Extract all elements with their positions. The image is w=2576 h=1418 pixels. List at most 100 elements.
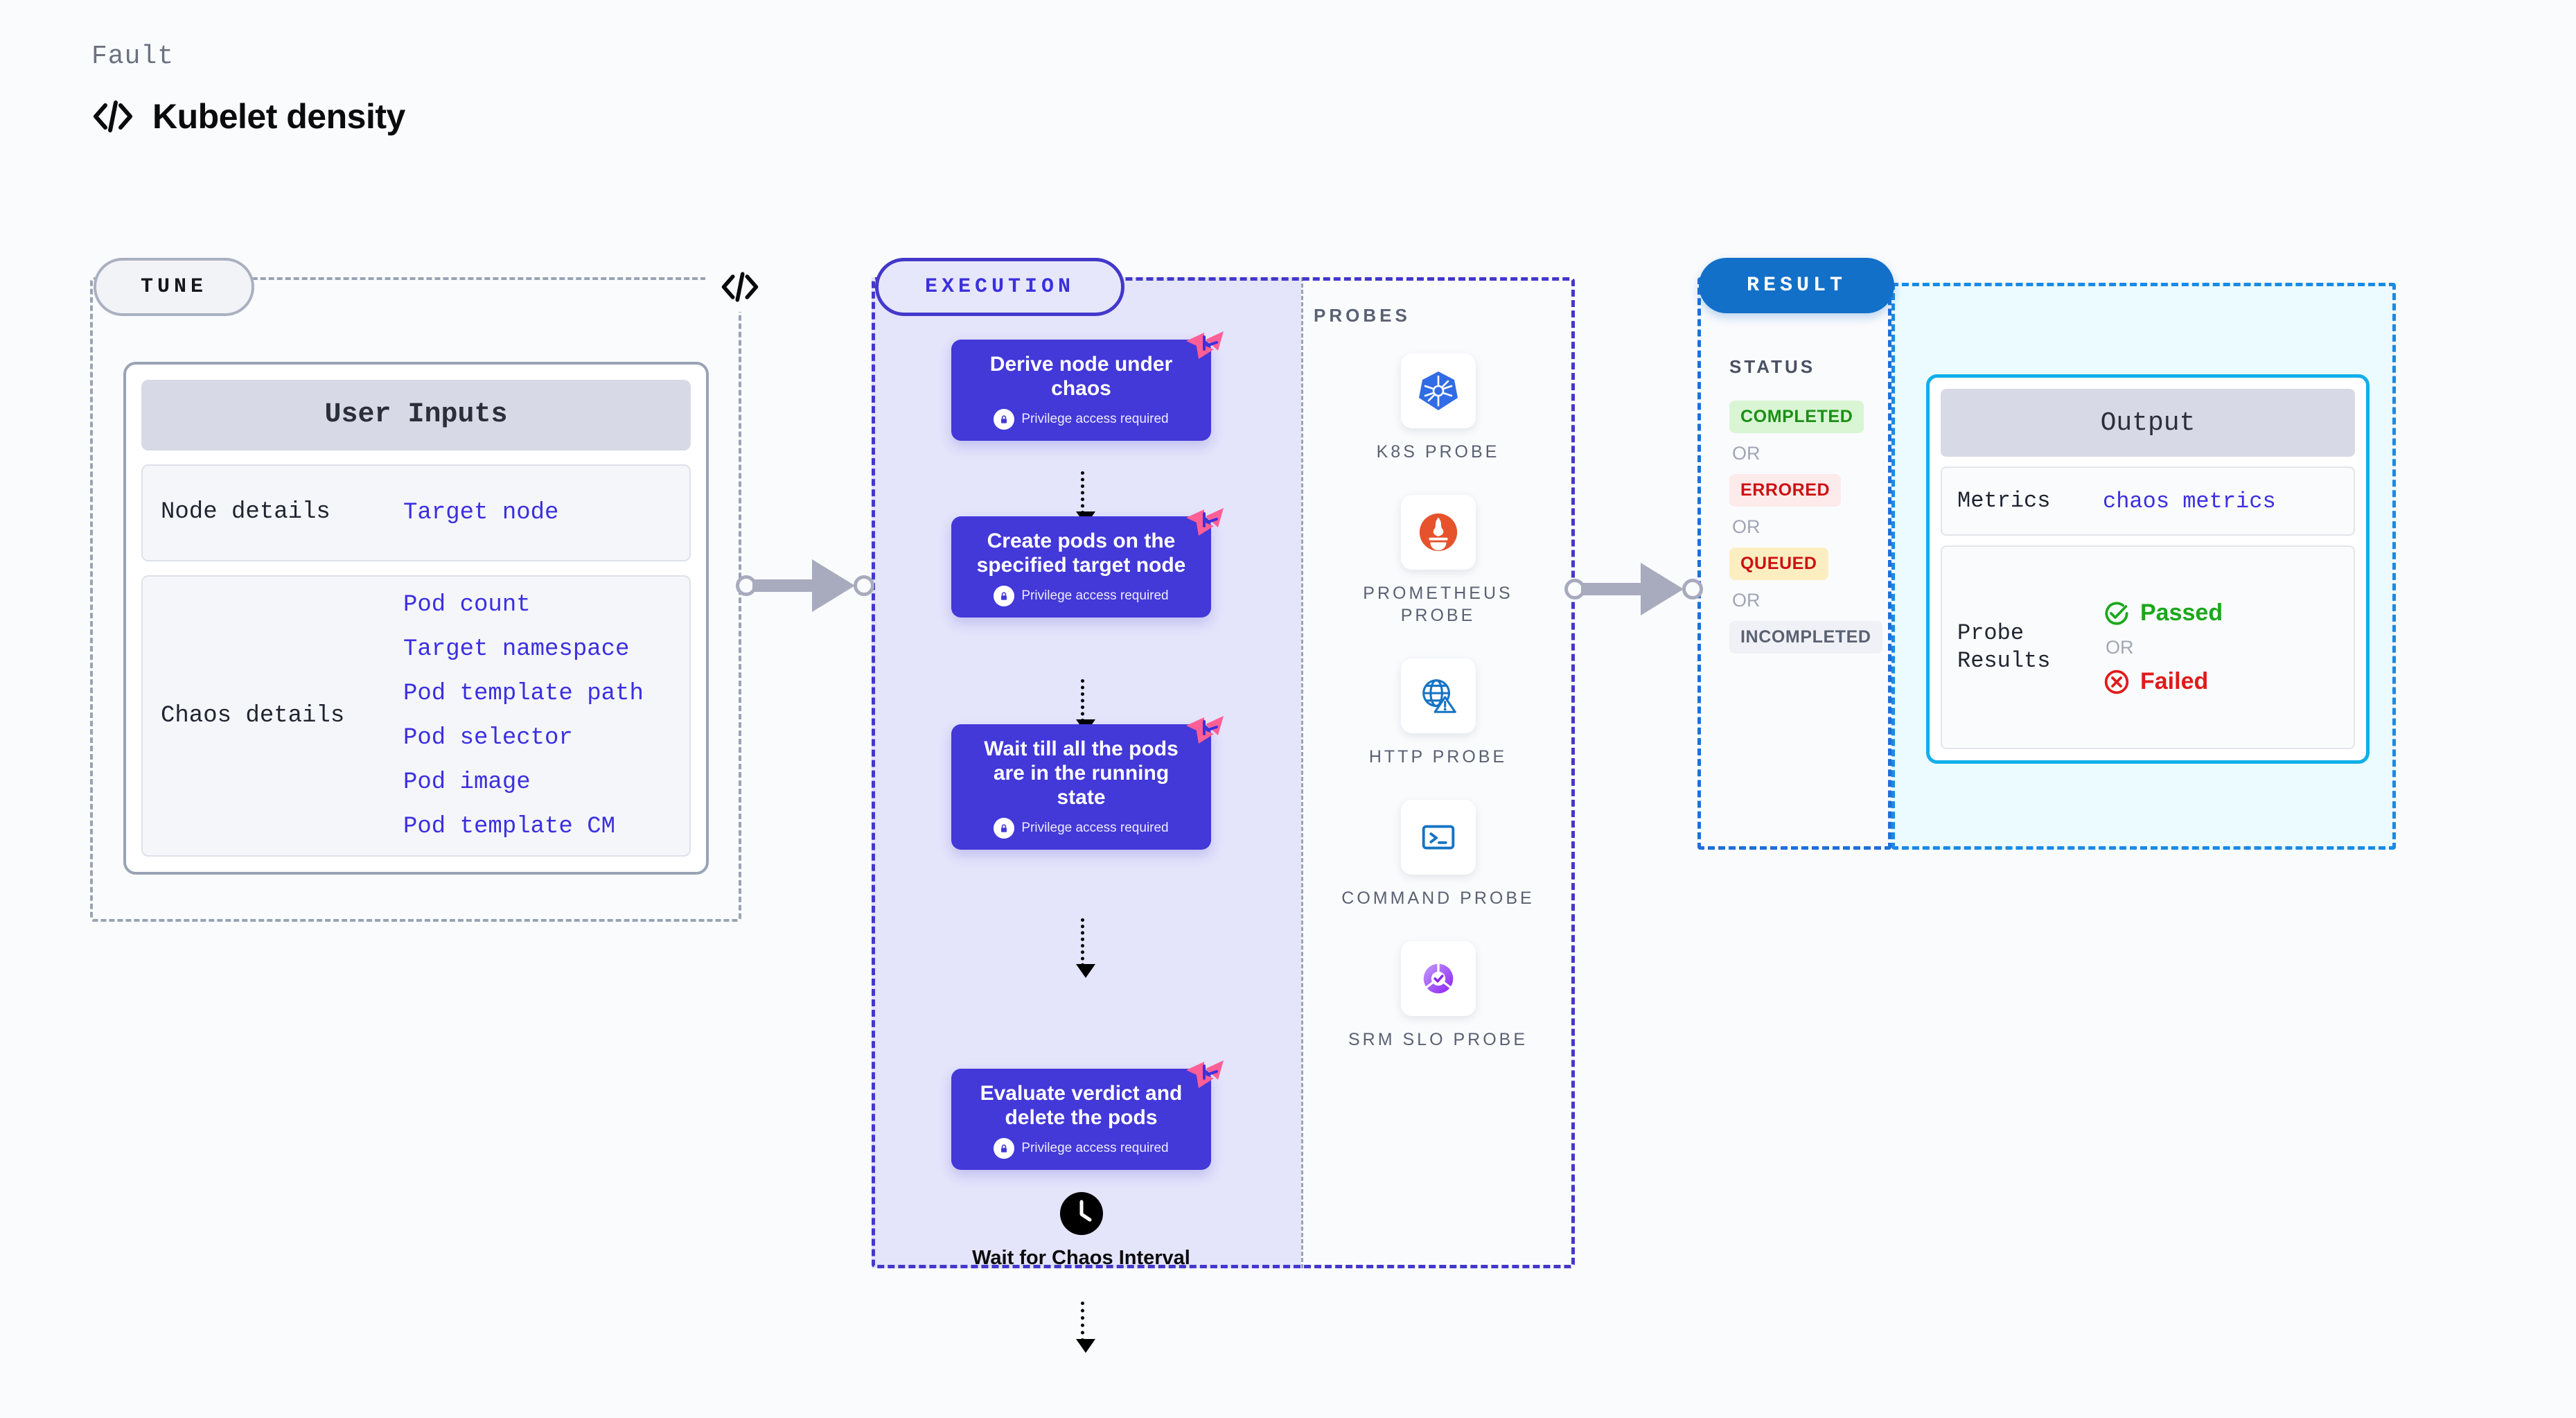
probe-item-k8s[interactable]: K8S PROBE bbox=[1334, 353, 1542, 463]
clock-icon bbox=[1059, 1192, 1103, 1235]
input-value-target-namespace[interactable]: Target namespace bbox=[403, 636, 630, 663]
status-badge-incompleted: INCOMPLETED bbox=[1729, 621, 1882, 654]
input-value-pod-selector[interactable]: Pod selector bbox=[403, 725, 573, 751]
probe-label: COMMAND PROBE bbox=[1341, 889, 1535, 908]
lock-icon bbox=[994, 1138, 1015, 1159]
input-value-pod-template-cm[interactable]: Pod template CM bbox=[403, 814, 616, 840]
verdict-failed: Failed bbox=[2103, 668, 2223, 696]
probe-item-command[interactable]: COMMAND PROBE bbox=[1334, 800, 1542, 909]
status-or-separator: OR bbox=[1732, 516, 1761, 537]
output-probe-results-label: Probe Results bbox=[1957, 620, 2051, 674]
user-inputs-header: User Inputs bbox=[141, 380, 691, 450]
connector-arrowhead bbox=[1641, 563, 1684, 615]
input-value-pod-template-path[interactable]: Pod template path bbox=[403, 681, 644, 707]
probe-tile[interactable] bbox=[1400, 941, 1476, 1016]
input-group-node-details: Node details Target node bbox=[141, 464, 691, 561]
probe-tile[interactable] bbox=[1400, 495, 1476, 570]
user-inputs-card: User Inputs Node details Target node Cha… bbox=[123, 362, 709, 875]
step-privilege-note: Privilege access required bbox=[967, 409, 1196, 430]
step-card-wait-pods-running[interactable]: Wait till all the pods are in the runnin… bbox=[951, 716, 1224, 850]
step-connector-arrow bbox=[1076, 1302, 1095, 1353]
status-badge-list: COMPLETED OR ERRORED OR QUEUED OR INCOMP… bbox=[1729, 401, 1903, 654]
execution-stage-pill[interactable]: EXECUTION bbox=[875, 258, 1124, 316]
verdict-list: Passed OR Failed bbox=[2103, 599, 2223, 696]
chaos-pinwheel-icon bbox=[1186, 716, 1224, 744]
step-card-derive-node[interactable]: Derive node under chaos Privilege access… bbox=[951, 331, 1224, 441]
probe-tile[interactable] bbox=[1400, 353, 1476, 428]
status-or-separator: OR bbox=[1732, 590, 1761, 611]
prometheus-icon bbox=[1419, 513, 1457, 552]
probe-label: HTTP PROBE bbox=[1368, 747, 1508, 767]
step-privilege-text: Privilege access required bbox=[1021, 1141, 1169, 1156]
result-stage-pill[interactable]: RESULT bbox=[1699, 258, 1894, 313]
input-group-values: Target node bbox=[403, 500, 558, 526]
connector-end-dot bbox=[854, 575, 874, 596]
input-value-target-node[interactable]: Target node bbox=[403, 499, 559, 526]
output-group-metrics: Metrics chaos metrics bbox=[1941, 466, 2355, 536]
probe-tile[interactable] bbox=[1400, 800, 1476, 875]
globe-warning-icon bbox=[1422, 679, 1456, 713]
step-title: Create pods on the specified target node bbox=[976, 529, 1186, 577]
code-brackets-icon bbox=[705, 262, 775, 312]
step-title: Derive node under chaos bbox=[989, 353, 1173, 401]
probes-panel-background bbox=[1301, 277, 1575, 1268]
connector-execution-to-result bbox=[1564, 563, 1703, 615]
output-card-header: Output bbox=[1941, 389, 2355, 457]
probe-label: SRM SLO PROBE bbox=[1348, 1030, 1528, 1049]
x-circle-icon bbox=[2104, 669, 2129, 694]
status-badge-errored: ERRORED bbox=[1729, 474, 1842, 507]
tune-stage-pill[interactable]: TUNE bbox=[94, 258, 254, 316]
kubernetes-icon bbox=[1418, 371, 1458, 410]
probe-tile[interactable] bbox=[1400, 658, 1476, 733]
connector-bar bbox=[1581, 583, 1657, 595]
verdict-or-separator: OR bbox=[2106, 636, 2134, 658]
lock-icon bbox=[994, 818, 1015, 839]
chaos-pinwheel-icon bbox=[1186, 331, 1224, 359]
input-group-chaos-details: Chaos details Pod count Target namespace… bbox=[141, 575, 691, 857]
connector-end-dot bbox=[1682, 579, 1703, 599]
step-card-create-pods[interactable]: Create pods on the specified target node… bbox=[951, 508, 1224, 618]
execution-region bbox=[872, 277, 1575, 1268]
step-card-evaluate-verdict[interactable]: Evaluate verdict and delete the pods Pri… bbox=[951, 1060, 1224, 1171]
probes-section-label: PROBES bbox=[1314, 305, 1411, 326]
step-title: Wait till all the pods are in the runnin… bbox=[984, 737, 1179, 809]
probe-item-srm-slo[interactable]: SRM SLO PROBE bbox=[1334, 941, 1542, 1051]
input-group-label: Chaos details bbox=[161, 702, 345, 729]
output-group-probe-results: Probe Results Passed OR Failed bbox=[1941, 545, 2355, 749]
step-connector-arrow bbox=[1076, 679, 1095, 733]
step-privilege-note: Privilege access required bbox=[967, 818, 1196, 839]
connector-bar bbox=[752, 579, 829, 592]
status-badge-queued: QUEUED bbox=[1729, 548, 1828, 580]
probe-label: K8S PROBE bbox=[1376, 442, 1500, 462]
input-value-pod-image[interactable]: Pod image bbox=[403, 769, 531, 796]
wait-node-label: Wait for Chaos Interval bbox=[972, 1247, 1190, 1269]
status-section-label: STATUS bbox=[1729, 356, 1816, 377]
probe-item-prometheus[interactable]: PROMETHEUS PROBE bbox=[1334, 495, 1542, 627]
code-brackets-icon bbox=[94, 100, 132, 132]
page-title: Kubelet density bbox=[152, 97, 405, 136]
output-metrics-value[interactable]: chaos metrics bbox=[2103, 488, 2276, 514]
chaos-pinwheel-icon bbox=[1186, 508, 1224, 536]
input-group-values: Pod count Target namespace Pod template … bbox=[403, 592, 644, 840]
probe-item-http[interactable]: HTTP PROBE bbox=[1334, 658, 1542, 768]
status-or-separator: OR bbox=[1732, 443, 1761, 464]
probe-label: PROMETHEUS PROBE bbox=[1363, 584, 1513, 625]
verdict-passed: Passed bbox=[2103, 599, 2223, 627]
step-privilege-text: Privilege access required bbox=[1021, 821, 1169, 836]
fault-title-row: Kubelet density bbox=[91, 96, 405, 137]
input-group-label: Node details bbox=[161, 499, 330, 526]
probes-list: K8S PROBE PROMETHEUS PROBE bbox=[1301, 353, 1575, 1051]
tune-region bbox=[90, 277, 741, 922]
slo-donut-check-icon bbox=[1423, 963, 1453, 994]
execution-steps: Derive node under chaos Privilege access… bbox=[872, 277, 1301, 1353]
step-connector-arrow bbox=[1076, 471, 1095, 525]
input-value-pod-count[interactable]: Pod count bbox=[403, 592, 531, 618]
connector-tune-to-execution bbox=[736, 559, 874, 612]
status-badge-completed: COMPLETED bbox=[1729, 401, 1864, 433]
step-connector-arrow bbox=[1076, 918, 1095, 978]
step-privilege-text: Privilege access required bbox=[1021, 588, 1169, 604]
output-metrics-label: Metrics bbox=[1957, 488, 2051, 514]
chaos-pinwheel-icon bbox=[1186, 1060, 1224, 1088]
fault-eyebrow-label: Fault bbox=[91, 42, 175, 71]
step-privilege-note: Privilege access required bbox=[967, 586, 1196, 607]
